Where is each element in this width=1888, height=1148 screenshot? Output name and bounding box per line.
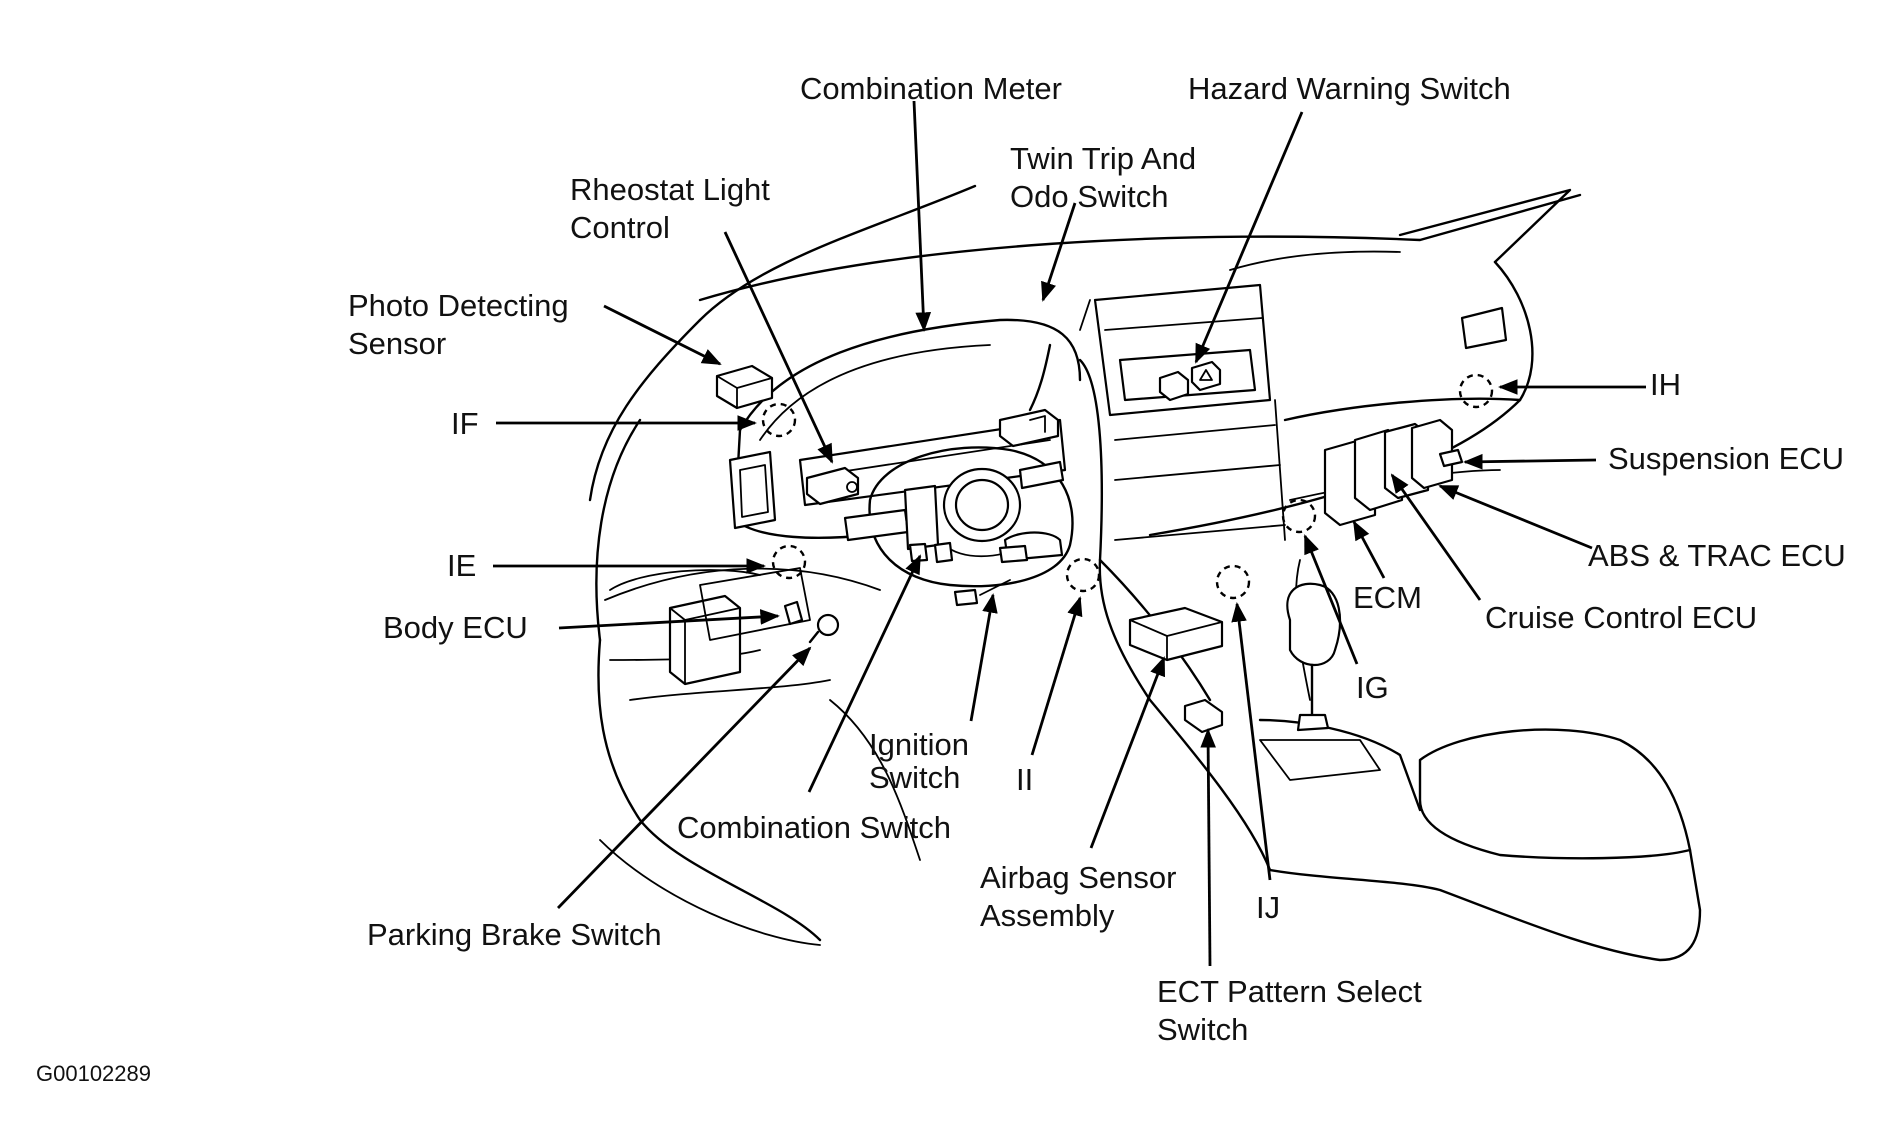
connector-ig-marker	[1281, 498, 1317, 534]
connector-ii-marker	[1065, 557, 1101, 593]
label-if: IF	[451, 406, 479, 441]
label-ect-line1: ECT Pattern Select	[1157, 974, 1422, 1009]
label-ignition-line1: Ignition	[869, 727, 969, 762]
label-hazard-warning-switch: Hazard Warning Switch	[1188, 71, 1511, 106]
label-combination-switch: Combination Switch	[677, 810, 951, 845]
label-ignition-line2: Switch	[869, 760, 960, 795]
connector-ie-marker	[771, 544, 807, 580]
label-photo-line1: Photo Detecting	[348, 288, 569, 323]
label-ij: IJ	[1256, 890, 1280, 925]
label-twin-trip-line1: Twin Trip And	[1010, 141, 1196, 176]
label-ih: IH	[1650, 367, 1681, 402]
label-cruise-control-ecu: Cruise Control ECU	[1485, 600, 1757, 635]
connector-if-marker	[761, 402, 797, 438]
label-rheostat-line2: Control	[570, 210, 670, 245]
label-parking-brake-switch: Parking Brake Switch	[367, 917, 662, 952]
connector-ij-marker	[1215, 564, 1251, 600]
label-airbag-line2: Assembly	[980, 898, 1115, 933]
label-airbag-line1: Airbag Sensor	[980, 860, 1176, 895]
label-rheostat-line1: Rheostat Light	[570, 172, 770, 207]
figure-code: G00102289	[36, 1061, 151, 1086]
label-ect-line2: Switch	[1157, 1012, 1248, 1047]
label-combination-meter: Combination Meter	[800, 71, 1062, 106]
label-ie: IE	[447, 548, 476, 583]
label-suspension-ecu: Suspension ECU	[1608, 441, 1844, 476]
label-abs-trac-ecu: ABS & TRAC ECU	[1588, 538, 1846, 573]
label-photo-line2: Sensor	[348, 326, 446, 361]
dashboard-drawing	[588, 184, 1702, 962]
label-ecm: ECM	[1353, 580, 1422, 615]
connector-ih-marker	[1458, 373, 1494, 409]
label-ii: II	[1016, 762, 1033, 797]
label-body-ecu: Body ECU	[383, 610, 528, 645]
label-ig: IG	[1356, 670, 1389, 705]
label-twin-trip-line2: Odo Switch	[1010, 179, 1169, 214]
callout-labels: Combination Meter Hazard Warning Switch …	[36, 71, 1846, 1086]
leader-lines	[493, 100, 1646, 967]
